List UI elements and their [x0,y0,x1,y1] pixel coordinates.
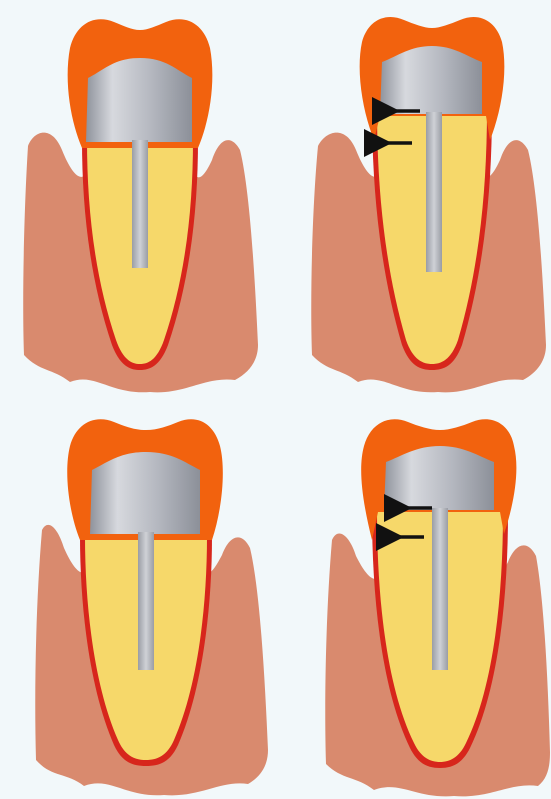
panel-bottom-left [35,419,268,795]
metal-core [86,58,192,142]
panel-bottom-right [325,419,550,796]
panel-top-right [311,17,546,392]
metal-post [138,532,154,670]
metal-core [90,452,200,534]
metal-core [380,46,482,114]
metal-post [426,112,442,272]
metal-post [432,508,448,670]
metal-post [132,140,148,268]
panel-top-left [23,19,258,392]
